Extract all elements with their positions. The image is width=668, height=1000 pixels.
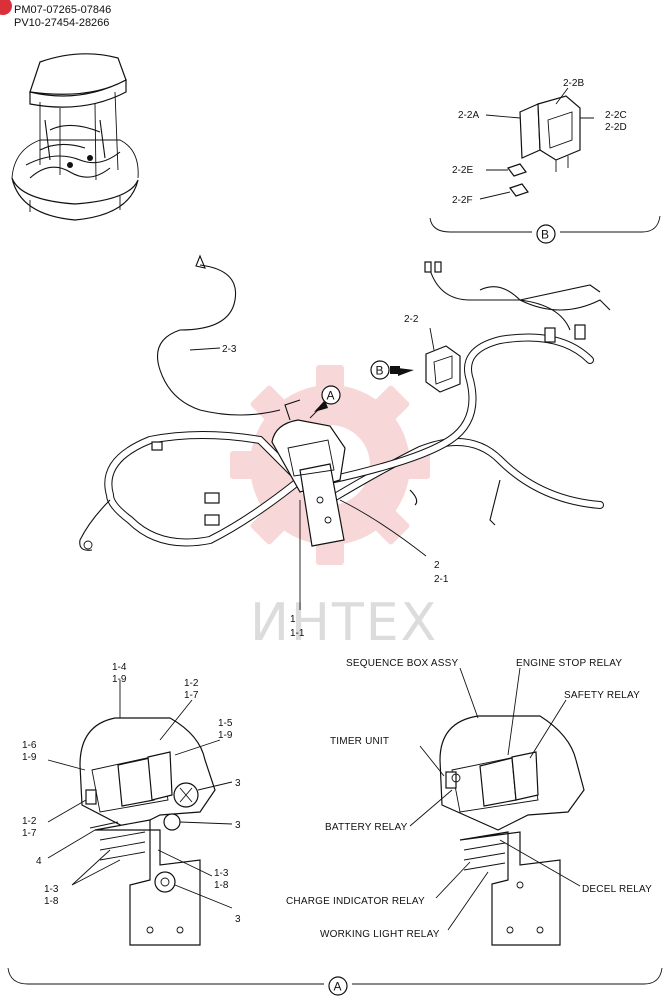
label-1-6: 1-6 [22, 740, 37, 751]
label-1-2-left: 1-2 [22, 816, 37, 827]
caption-engine-stop-relay: ENGINE STOP RELAY [516, 658, 622, 669]
label-2-2f: 2-2F [452, 195, 473, 206]
watermark-text: ИНТЕХ [250, 593, 438, 653]
label-1-8-right: 1-8 [214, 880, 229, 891]
view-b-marker-circle [370, 360, 390, 380]
detail-b-labels: 2-2A 2-2B 2-2C 2-2D 2-2E 2-2F [452, 78, 627, 206]
view-b-marker-letter: B [376, 364, 384, 378]
label-1-1: 1-1 [290, 628, 305, 639]
detail-a-component-names: SEQUENCE BOX ASSY ENGINE STOP RELAY SAFE… [286, 658, 652, 940]
view-a-marker-circle [321, 385, 341, 405]
detail-a-sequence-box-assembled [409, 667, 585, 946]
label-2-1: 2-1 [434, 574, 449, 585]
label-2-2: 2-2 [404, 314, 419, 325]
main-labels: 2-3 2-2 2 2-1 1 1-1 [222, 314, 449, 639]
caption-battery-relay: BATTERY RELAY [325, 822, 408, 833]
detail-a-exploded-box [47, 680, 233, 946]
main-wire-harness [79, 254, 611, 610]
label-1-8-left: 1-8 [44, 896, 59, 907]
detail-b-bracket [429, 215, 661, 233]
caption-decel-relay: DECEL RELAY [582, 884, 652, 895]
caption-working-light-relay: WORKING LIGHT RELAY [320, 929, 440, 940]
label-2-2a: 2-2A [458, 110, 479, 121]
machine-overview-illustration [11, 53, 139, 221]
label-1-7-left: 1-7 [22, 828, 37, 839]
serial-range-1: PM07-07265-07846 [14, 4, 111, 16]
view-a-circle [328, 976, 348, 996]
view-a-marker-letter: A [327, 389, 335, 403]
label-1: 1 [290, 614, 296, 625]
label-1-7-top: 1-7 [184, 690, 199, 701]
label-2: 2 [434, 560, 440, 571]
caption-charge-indicator-relay: CHARGE INDICATOR RELAY [286, 896, 425, 907]
label-1-9-top: 1-9 [112, 674, 127, 685]
label-1-9-right: 1-9 [218, 730, 233, 741]
view-b-letter: B [541, 228, 549, 242]
label-1-3-left: 1-3 [44, 884, 59, 895]
label-4: 4 [36, 856, 42, 867]
label-1-3-right: 1-3 [214, 868, 229, 879]
view-b-circle [536, 224, 556, 244]
caption-sequence-box-assy: SEQUENCE BOX ASSY [346, 658, 458, 669]
label-1-9-left: 1-9 [22, 752, 37, 763]
label-3-lower: 3 [235, 914, 241, 925]
label-2-2e: 2-2E [452, 165, 473, 176]
label-1-4: 1-4 [112, 662, 127, 673]
corner-badge [0, 0, 12, 15]
label-2-3: 2-3 [222, 344, 237, 355]
detail-a-bracket [7, 967, 663, 985]
detail-a-left-labels: 1-4 1-9 1-2 1-7 1-5 1-9 1-6 1-9 3 1-2 1-… [22, 662, 241, 925]
label-1-5: 1-5 [218, 718, 233, 729]
view-a-letter: A [334, 980, 342, 994]
label-1-2-top: 1-2 [184, 678, 199, 689]
label-3-middle: 3 [235, 820, 241, 831]
label-3-upper: 3 [235, 778, 241, 789]
label-2-2d: 2-2D [605, 122, 627, 133]
label-2-2b: 2-2B [563, 78, 584, 89]
label-2-2c: 2-2C [605, 110, 627, 121]
detail-b-relay-case [479, 87, 594, 200]
caption-timer-unit: TIMER UNIT [330, 736, 389, 747]
caption-safety-relay: SAFETY RELAY [564, 690, 640, 701]
serial-range-2: PV10-27454-28266 [14, 17, 109, 29]
